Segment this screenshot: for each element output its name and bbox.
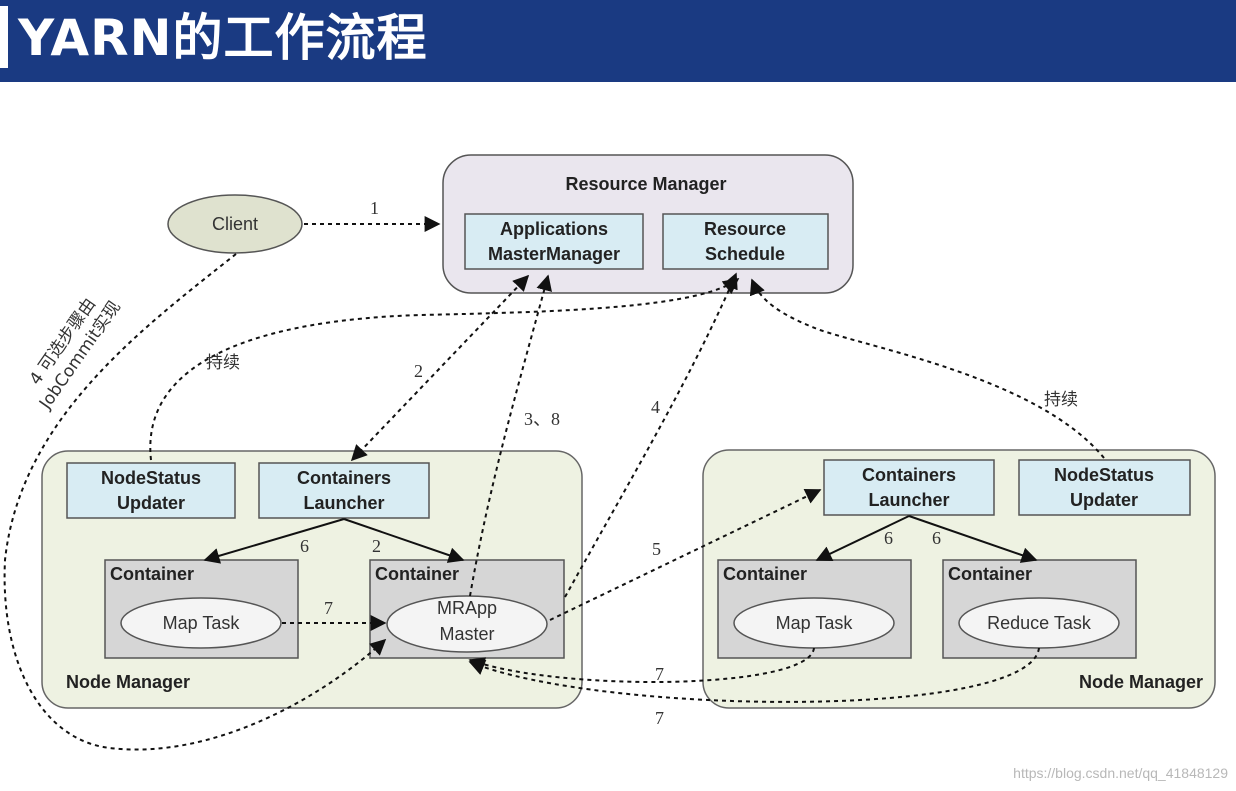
label-step-7b: 7 bbox=[655, 664, 664, 684]
node-manager-left: Node Manager NodeStatus Updater Containe… bbox=[41, 450, 583, 709]
node-manager-left-title: Node Manager bbox=[66, 672, 190, 692]
edge-6-left bbox=[203, 518, 345, 564]
resource-manager: Resource Manager Applications MasterMana… bbox=[442, 154, 854, 294]
edge-6-right-a bbox=[815, 515, 910, 562]
containers-launcher-right-line1: Containers bbox=[862, 465, 956, 485]
label-step-2: 2 bbox=[414, 361, 423, 381]
containers-launcher-right-line2: Launcher bbox=[868, 490, 949, 510]
header-accent bbox=[0, 6, 8, 68]
nodestatus-updater-left-line1: NodeStatus bbox=[101, 468, 201, 488]
nodestatus-updater-left-box bbox=[66, 462, 236, 519]
mrapp-master-line2: Master bbox=[439, 624, 494, 644]
label-step-1: 1 bbox=[370, 198, 379, 218]
label-continuous-right: 持续 bbox=[1044, 390, 1078, 410]
label-continuous-left: 持续 bbox=[206, 353, 240, 373]
edge-continuous-right bbox=[749, 278, 1105, 459]
edge-2 bbox=[350, 274, 530, 462]
resource-schedule-line2: Schedule bbox=[705, 244, 785, 264]
client: Client bbox=[167, 194, 303, 254]
nodestatus-updater-left-line2: Updater bbox=[117, 493, 185, 513]
label-step-2b: 2 bbox=[372, 536, 381, 556]
containers-launcher-left-box bbox=[258, 462, 430, 519]
client-label: Client bbox=[212, 214, 258, 234]
resource-schedule-box bbox=[662, 213, 829, 270]
edge-3-8 bbox=[469, 274, 552, 597]
container-right-1-title: Container bbox=[723, 564, 807, 584]
page-title: YARN的工作流程 bbox=[18, 9, 428, 67]
applications-manager-box bbox=[464, 213, 644, 270]
edge-6-right-b bbox=[908, 515, 1038, 563]
edge-2-left bbox=[343, 518, 465, 563]
label-step-3-8: 3、8 bbox=[524, 409, 560, 429]
container-right-2-title: Container bbox=[948, 564, 1032, 584]
label-step-6a: 6 bbox=[300, 536, 309, 556]
nodestatus-updater-right-line2: Updater bbox=[1070, 490, 1138, 510]
watermark: https://blog.csdn.net/qq_41848129 bbox=[1013, 765, 1228, 781]
containers-launcher-left-line1: Containers bbox=[297, 468, 391, 488]
applications-manager-line2: MasterManager bbox=[488, 244, 620, 264]
label-optional-step: 4 可选步骤由 JobCommit实现 bbox=[26, 294, 125, 413]
label-step-6b: 6 bbox=[884, 528, 893, 548]
label-step-5: 5 bbox=[652, 539, 661, 559]
label-step-7c: 7 bbox=[655, 708, 664, 728]
label-step-4: 4 bbox=[651, 397, 660, 417]
map-task-right-label: Map Task bbox=[776, 613, 854, 633]
mrapp-master-line1: MRApp bbox=[437, 598, 497, 618]
containers-launcher-right-box bbox=[823, 459, 995, 516]
edge-optional-jobcommit bbox=[3, 253, 387, 751]
nodestatus-updater-right-line1: NodeStatus bbox=[1054, 465, 1154, 485]
containers-launcher-left-line2: Launcher bbox=[303, 493, 384, 513]
label-step-6c: 6 bbox=[932, 528, 941, 548]
edge-5 bbox=[549, 489, 822, 621]
nodestatus-updater-right-box bbox=[1018, 459, 1191, 516]
applications-manager-line1: Applications bbox=[500, 219, 608, 239]
resource-manager-title: Resource Manager bbox=[565, 174, 726, 194]
edge-7-c bbox=[468, 647, 1040, 703]
map-task-left-label: Map Task bbox=[163, 613, 241, 633]
label-step-7a: 7 bbox=[324, 598, 333, 618]
container-left-2-title: Container bbox=[375, 564, 459, 584]
container-left-1-title: Container bbox=[110, 564, 194, 584]
edge-continuous-left bbox=[149, 278, 740, 461]
reduce-task-label: Reduce Task bbox=[987, 613, 1092, 633]
header-bar: YARN的工作流程 bbox=[0, 0, 1236, 82]
resource-schedule-line1: Resource bbox=[704, 219, 786, 239]
node-manager-right-title: Node Manager bbox=[1079, 672, 1203, 692]
node-manager-right: Node Manager Containers Launcher NodeSta… bbox=[702, 449, 1216, 709]
